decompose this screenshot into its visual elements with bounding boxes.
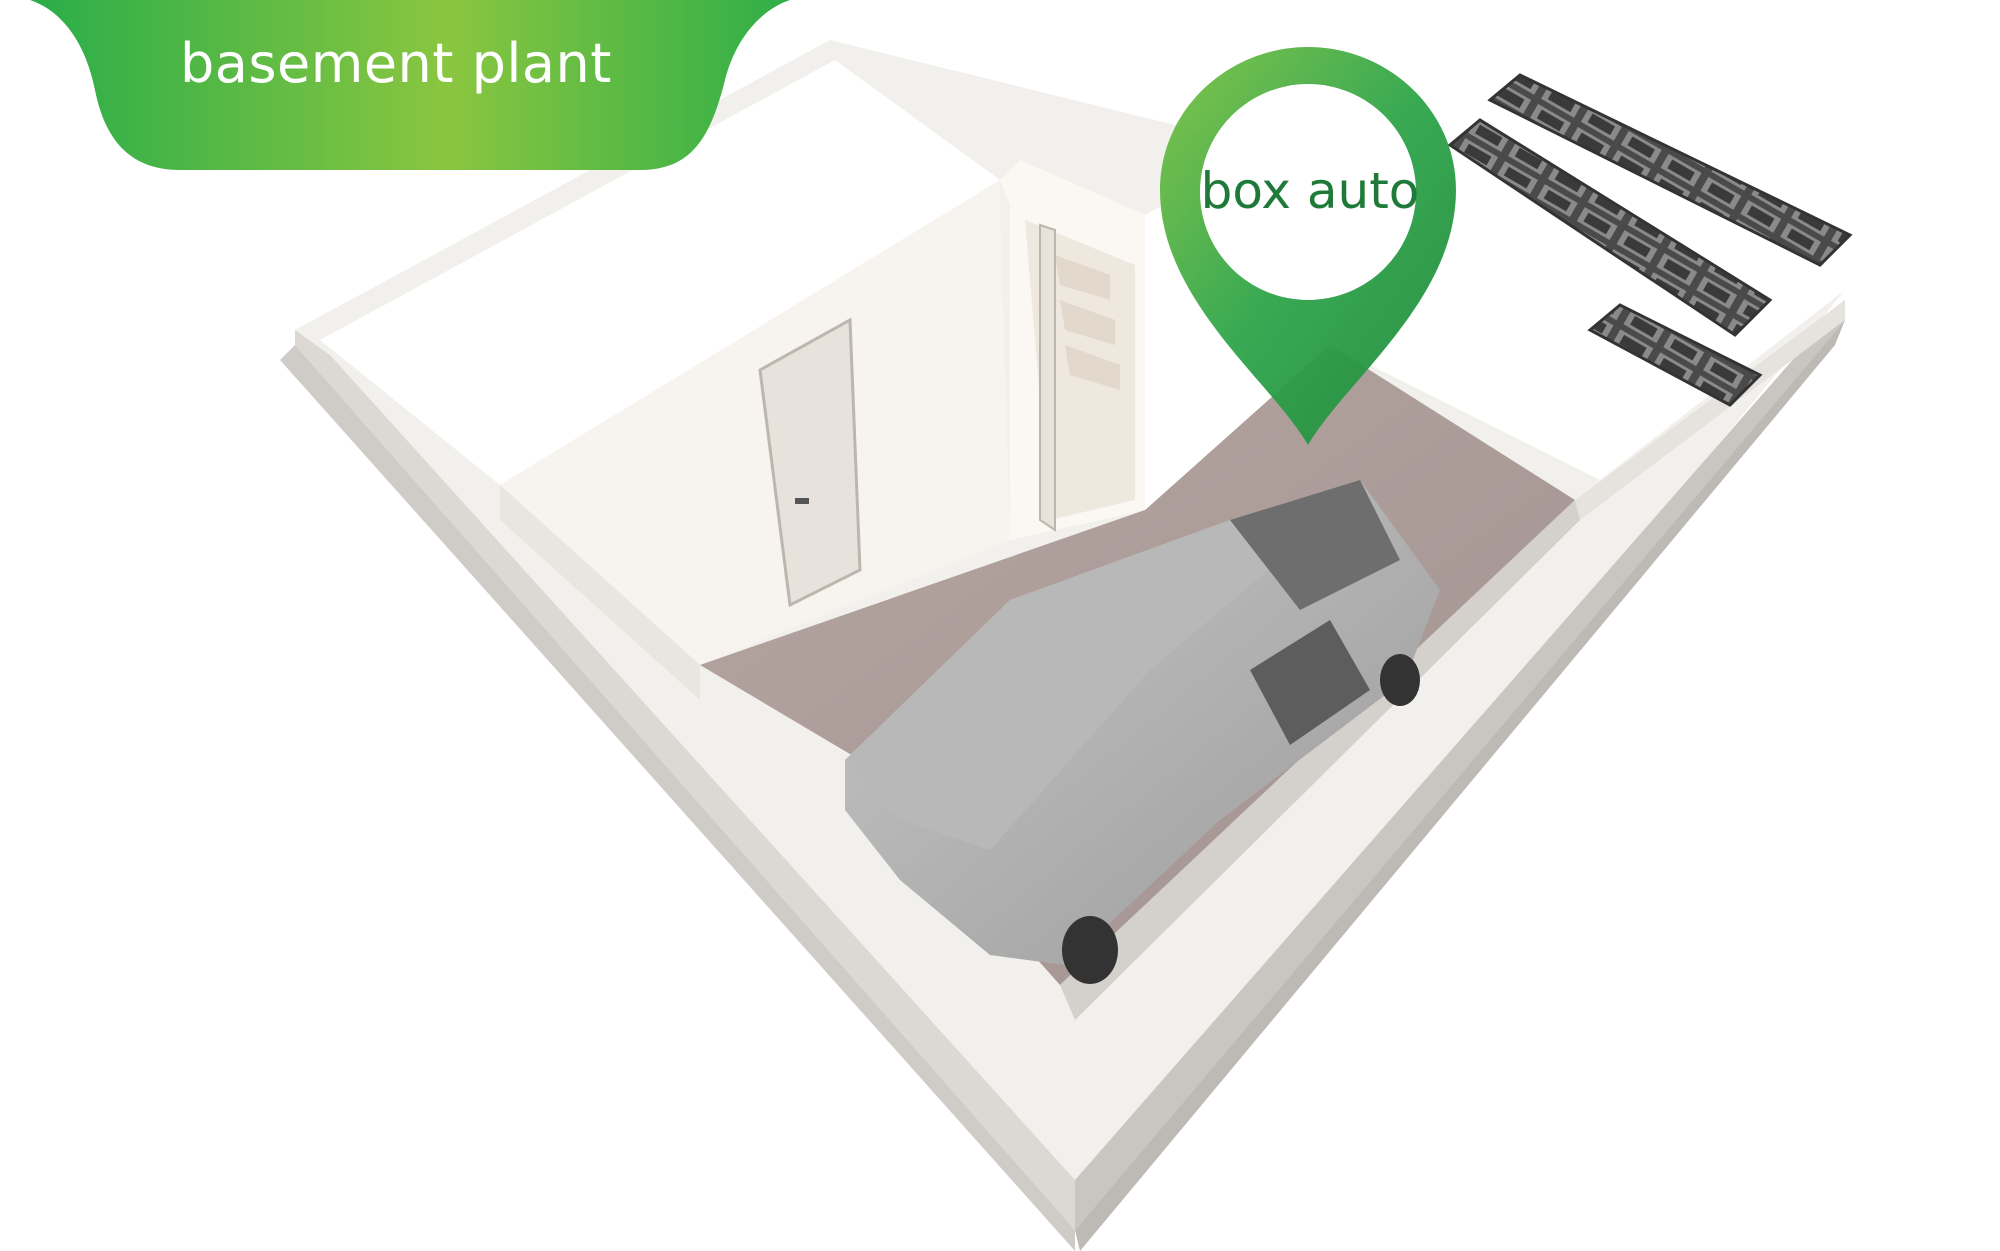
- ventilation-grate-upper: [1487, 73, 1853, 267]
- storage-room: [320, 60, 1010, 700]
- location-pin-icon: [1160, 47, 1456, 445]
- storage-door: [758, 317, 862, 608]
- stair-room: [1000, 160, 1145, 540]
- parked-van: [845, 480, 1440, 984]
- ventilation-grate-lower: [1447, 118, 1773, 407]
- pin-label: box auto: [1200, 162, 1420, 220]
- banner-title: basement plant: [180, 32, 612, 95]
- basement-plant-banner: [30, 0, 790, 170]
